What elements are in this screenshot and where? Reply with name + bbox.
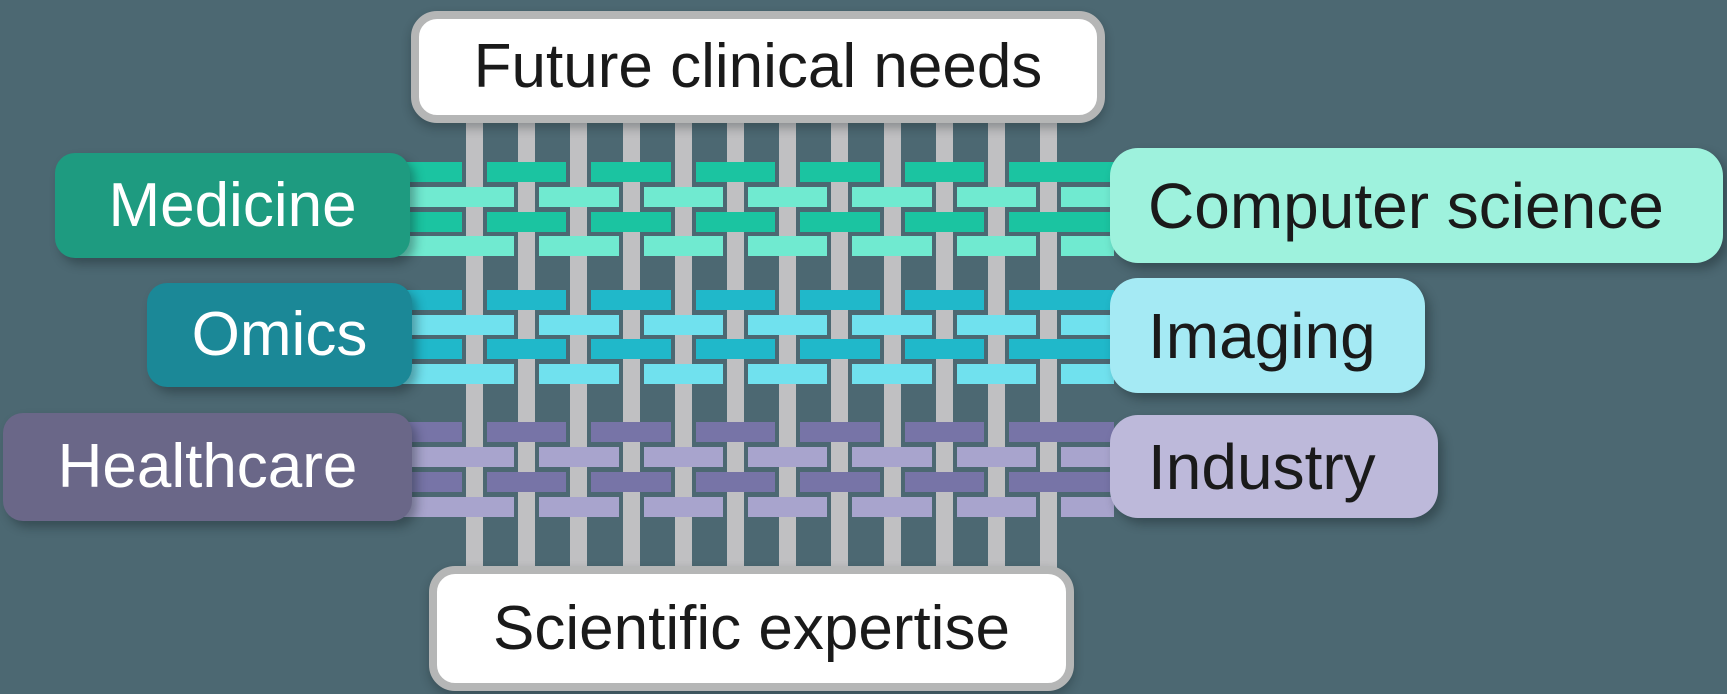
horizontal-thread-segment [395, 364, 514, 384]
horizontal-thread-segment [957, 447, 1036, 467]
horizontal-thread-segment [852, 497, 932, 517]
horizontal-thread-segment [1061, 364, 1114, 384]
horizontal-thread-segment [957, 315, 1036, 335]
horizontal-thread-segment [591, 472, 671, 492]
horizontal-thread-segment [487, 472, 566, 492]
horizontal-thread-segment [748, 364, 827, 384]
horizontal-thread-segment [696, 290, 775, 310]
horizontal-thread-segment [748, 236, 827, 256]
horizontal-thread-segment [1009, 339, 1114, 359]
node-computer-science: Computer science [1110, 148, 1723, 263]
horizontal-thread-segment [1009, 290, 1114, 310]
horizontal-thread-segment [591, 422, 671, 442]
horizontal-thread-segment [905, 472, 984, 492]
horizontal-thread-segment [696, 212, 775, 232]
horizontal-thread-segment [644, 236, 723, 256]
horizontal-thread-segment [487, 339, 566, 359]
node-label: Future clinical needs [473, 32, 1043, 101]
horizontal-thread-segment [800, 162, 880, 182]
horizontal-thread-segment [957, 364, 1036, 384]
node-label: Industry [1148, 430, 1376, 503]
node-medicine: Medicine [55, 153, 410, 258]
horizontal-thread-segment [539, 236, 619, 256]
node-imaging: Imaging [1110, 278, 1425, 393]
horizontal-thread-segment [696, 472, 775, 492]
horizontal-thread-segment [696, 422, 775, 442]
horizontal-thread-segment [539, 364, 619, 384]
horizontal-thread-segment [487, 422, 566, 442]
horizontal-thread-segment [395, 447, 514, 467]
horizontal-thread-segment [644, 447, 723, 467]
horizontal-thread-segment [800, 422, 880, 442]
horizontal-thread-segment [957, 187, 1036, 207]
node-healthcare: Healthcare [3, 413, 412, 521]
node-scientific-expertise: Scientific expertise [429, 566, 1074, 691]
horizontal-thread-segment [1061, 236, 1114, 256]
horizontal-thread-segment [644, 364, 723, 384]
horizontal-thread-segment [591, 339, 671, 359]
node-label: Omics [191, 300, 368, 369]
horizontal-thread-segment [800, 212, 880, 232]
horizontal-thread-segment [696, 339, 775, 359]
horizontal-thread-segment [1061, 497, 1114, 517]
horizontal-thread-segment [905, 339, 984, 359]
horizontal-thread-segment [395, 187, 514, 207]
horizontal-thread-segment [800, 290, 880, 310]
horizontal-thread-segment [395, 212, 462, 232]
horizontal-thread-segment [748, 315, 827, 335]
horizontal-thread-segment [800, 339, 880, 359]
horizontal-thread-segment [487, 290, 566, 310]
horizontal-thread-segment [1061, 447, 1114, 467]
horizontal-thread-segment [395, 315, 514, 335]
horizontal-thread-segment [852, 187, 932, 207]
node-industry: Industry [1110, 415, 1438, 518]
horizontal-thread-segment [957, 497, 1036, 517]
horizontal-thread-segment [591, 290, 671, 310]
horizontal-thread-segment [905, 290, 984, 310]
node-label: Imaging [1148, 299, 1376, 372]
horizontal-thread-segment [1061, 187, 1114, 207]
node-future-clinical-needs: Future clinical needs [411, 11, 1105, 123]
horizontal-thread-segment [487, 162, 566, 182]
horizontal-thread-segment [591, 162, 671, 182]
horizontal-thread-segment [905, 422, 984, 442]
horizontal-thread-segment [395, 162, 462, 182]
horizontal-thread-segment [591, 212, 671, 232]
horizontal-thread-segment [852, 315, 932, 335]
horizontal-thread-segment [1009, 212, 1114, 232]
horizontal-thread-segment [1009, 162, 1114, 182]
horizontal-thread-segment [395, 236, 514, 256]
horizontal-thread-segment [539, 497, 619, 517]
node-label: Healthcare [57, 432, 358, 501]
horizontal-thread-segment [852, 236, 932, 256]
horizontal-thread-segment [539, 315, 619, 335]
horizontal-thread-segment [1009, 422, 1114, 442]
horizontal-thread-segment [905, 212, 984, 232]
node-label: Scientific expertise [493, 593, 1010, 663]
horizontal-thread-segment [487, 212, 566, 232]
horizontal-thread-segment [852, 364, 932, 384]
horizontal-thread-segment [905, 162, 984, 182]
horizontal-thread-segment [696, 162, 775, 182]
horizontal-thread-segment [539, 187, 619, 207]
horizontal-thread-segment [1009, 472, 1114, 492]
horizontal-thread-segment [644, 315, 723, 335]
horizontal-thread-segment [800, 472, 880, 492]
horizontal-thread-segment [395, 497, 514, 517]
node-label: Medicine [108, 170, 357, 240]
horizontal-thread-segment [748, 447, 827, 467]
horizontal-thread-segment [957, 236, 1036, 256]
node-label: Computer science [1148, 169, 1664, 242]
horizontal-thread-segment [748, 187, 827, 207]
horizontal-thread-segment [748, 497, 827, 517]
horizontal-thread-segment [852, 447, 932, 467]
horizontal-thread-segment [644, 187, 723, 207]
horizontal-thread-segment [644, 497, 723, 517]
horizontal-thread-segment [1061, 315, 1114, 335]
horizontal-thread-segment [539, 447, 619, 467]
node-omics: Omics [147, 283, 412, 387]
